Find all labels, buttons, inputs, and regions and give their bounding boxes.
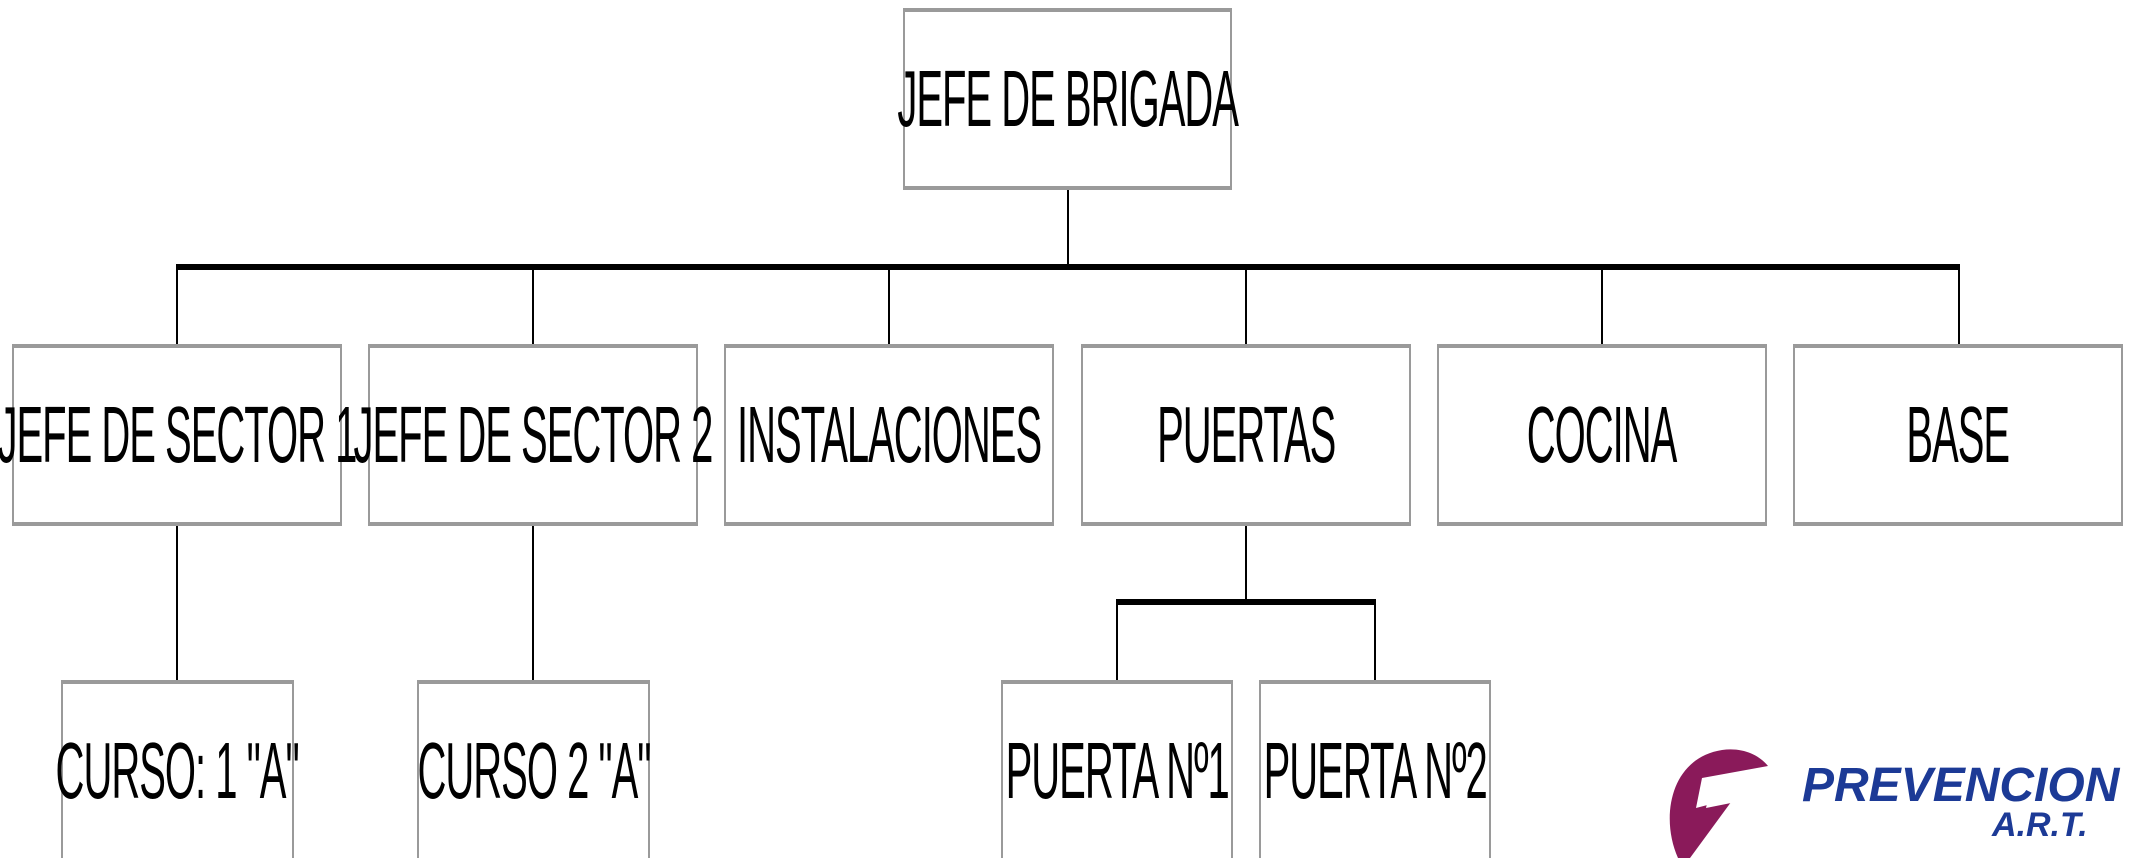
node-label: CURSO: 1 "A" — [55, 726, 300, 815]
connector-base — [1958, 268, 1960, 346]
node-curso-1: CURSO: 1 "A" — [56, 680, 300, 858]
node-label: INSTALACIONES — [736, 390, 1042, 479]
node-puerta-2: PUERTA Nº2 — [1259, 680, 1491, 858]
connector-puerta1 — [1116, 602, 1118, 682]
prevencion-art-logo: PREVENCION A.R.T. — [1660, 738, 2132, 858]
logo-sub: A.R.T. — [1992, 806, 2088, 844]
connector-cocina — [1601, 268, 1603, 346]
node-cocina: COCINA — [1437, 344, 1767, 526]
node-label: PUERTAS — [1156, 390, 1336, 479]
node-label: JEFE DE SECTOR 2 — [353, 390, 714, 479]
node-jefe-de-sector-2: JEFE DE SECTOR 2 — [354, 344, 713, 526]
node-label: PUERTA Nº2 — [1263, 726, 1487, 815]
connector-sector1 — [176, 268, 178, 346]
logo-name: PREVENCION — [1802, 759, 2120, 812]
connector-sector2 — [532, 268, 534, 346]
node-label: JEFE DE BRIGADA — [897, 54, 1239, 143]
node-label: BASE — [1906, 390, 2011, 479]
connector-curso1 — [176, 526, 178, 682]
node-instalaciones: INSTALACIONES — [724, 344, 1054, 526]
node-label: COCINA — [1527, 390, 1678, 479]
connector-level2-bus — [176, 264, 1960, 270]
prevencion-mark-icon — [1669, 749, 1768, 858]
connector-puertas — [1245, 268, 1247, 346]
connector-puerta2 — [1374, 602, 1376, 682]
node-jefe-de-sector-1: JEFE DE SECTOR 1 — [0, 344, 357, 526]
connector-puertas-down — [1245, 526, 1247, 602]
connector-root-down — [1067, 190, 1069, 268]
node-label: PUERTA Nº1 — [1005, 726, 1229, 815]
connector-curso2 — [532, 526, 534, 682]
connector-instalaciones — [888, 268, 890, 346]
connector-puertas-bus — [1116, 599, 1376, 605]
node-puertas: PUERTAS — [1081, 344, 1411, 526]
node-curso-2: CURSO 2 "A" — [417, 680, 651, 858]
node-jefe-de-brigada: JEFE DE BRIGADA — [897, 8, 1239, 190]
node-label: JEFE DE SECTOR 1 — [0, 390, 357, 479]
node-base: BASE — [1793, 344, 2123, 526]
node-label: CURSO 2 "A" — [417, 726, 651, 815]
node-puerta-1: PUERTA Nº1 — [1001, 680, 1233, 858]
